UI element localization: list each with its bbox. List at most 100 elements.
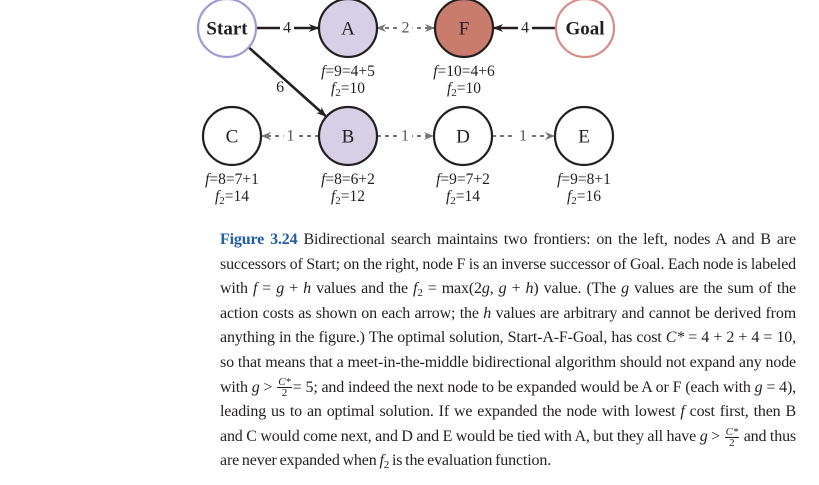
node-f-value: f=8=7+1: [205, 171, 259, 188]
caption-text: action costs as shown on each arrow; the: [220, 304, 484, 322]
node-circle: [553, 105, 615, 167]
node-d: Df=9=7+2f2=14: [432, 105, 494, 207]
node-f-value: f=8=6+2: [321, 171, 375, 188]
edge-start-a: 4: [256, 19, 319, 37]
edge-b-d: 1: [377, 127, 434, 145]
edge-cost-label: 1: [401, 128, 409, 145]
node-label: C: [226, 127, 239, 148]
caption-text: +: [284, 280, 304, 298]
caption-text: cost first, then B: [684, 403, 797, 421]
caption-line: so that means that a meet-in-the-middle …: [220, 351, 796, 376]
node-label: Goal: [565, 19, 604, 40]
caption-text: Bidirectional search maintains two front…: [297, 231, 796, 248]
caption-text: is the evaluation function.: [389, 452, 552, 470]
edge-cost-label: 4: [283, 20, 291, 37]
math-variable: g: [754, 378, 763, 396]
node-f2-value: f2=14: [446, 188, 480, 207]
caption-text: = 4 + 2 + 4 = 10,: [684, 329, 796, 347]
node-f: Ff=10=4+6f2=10: [433, 0, 495, 99]
math-variable: f: [413, 280, 418, 298]
caption-text: are never expanded when: [220, 452, 380, 470]
caption-text: and C would come next, and D and E would…: [220, 427, 700, 445]
math-variable: g: [251, 378, 260, 396]
edge-cost-label: 6: [276, 79, 284, 96]
node-label: B: [342, 127, 355, 148]
caption-text: >: [259, 378, 277, 396]
caption-text: ) value. (The: [533, 280, 622, 298]
caption-text: +: [506, 280, 526, 298]
caption-text: values and the: [311, 280, 414, 298]
node-f2-value: f2=12: [331, 188, 365, 207]
edge-d-e: 1: [492, 127, 555, 145]
caption-line: leading us to an optimal solution. If we…: [220, 400, 796, 425]
math-variable: g: [621, 280, 630, 298]
node-a: Af=9=4+5f2=10: [317, 0, 379, 99]
math-variable: f: [252, 280, 258, 298]
edge-start-b: 6: [247, 46, 327, 117]
node-f2-value: f2=14: [215, 188, 249, 207]
math-variable: h: [525, 280, 534, 298]
caption-text: leading us to an optimal solution. If we…: [220, 403, 681, 421]
caption-text: anything in the figure.) The optimal sol…: [220, 329, 666, 347]
figure-caption: Figure 3.24 Bidirectional search maintai…: [220, 228, 796, 474]
math-variable: g: [276, 280, 285, 298]
node-b: Bf=8=6+2f2=12: [317, 105, 379, 207]
caption-line: Figure 3.24 Bidirectional search maintai…: [220, 228, 796, 253]
edge-cost-label: 1: [519, 128, 527, 145]
edge-a-f: 2: [376, 19, 435, 37]
node-label: E: [578, 127, 590, 148]
math-variable: g: [498, 280, 507, 298]
edge-b-c: 1: [261, 127, 319, 145]
edge-arrow: [247, 46, 327, 117]
caption-text: with: [220, 378, 252, 396]
caption-text: = 5; and indeed the next node to be expa…: [292, 378, 755, 396]
node-f2-value: f2=16: [567, 188, 601, 207]
node-circle: [201, 105, 263, 167]
node-f-value: f=9=4+5: [321, 63, 375, 80]
math-variable: h: [483, 304, 492, 322]
node-circle: [317, 105, 379, 167]
caption-text: successors of Start; on the right, node …: [220, 255, 796, 273]
node-label: Start: [206, 19, 248, 40]
node-f-value: f=9=8+1: [557, 171, 611, 188]
caption-text: = 4),: [762, 378, 796, 396]
edge-cost-label: 1: [287, 128, 295, 145]
node-label: D: [456, 127, 470, 148]
math-variable: g: [699, 427, 708, 445]
caption-text: values are arbitrary and cannot be deriv…: [491, 304, 797, 322]
math-variable: g: [481, 280, 490, 298]
node-circle: [432, 105, 494, 167]
math-variable: C*: [665, 329, 685, 347]
node-f2-value: f2=10: [447, 80, 481, 99]
node-circle: [196, 0, 258, 59]
node-e: Ef=9=8+1f2=16: [553, 105, 615, 207]
edge-goal-f: 4: [493, 19, 556, 37]
fraction: C*2: [277, 376, 292, 400]
edge-cost-label: 4: [521, 20, 529, 37]
caption-line: with f = g + h values and the f2 = max(2…: [220, 277, 796, 302]
caption-text: =: [257, 280, 277, 298]
math-variable: f: [680, 403, 685, 421]
caption-text: >: [707, 427, 724, 445]
caption-text: values are the sum of the: [629, 280, 796, 298]
node-f-value: f=9=7+2: [436, 171, 490, 188]
caption-line: successors of Start; on the right, node …: [220, 253, 796, 278]
node-circle: [317, 0, 379, 59]
caption-line: action costs as shown on each arrow; the…: [220, 302, 796, 327]
node-c: Cf=8=7+1f2=14: [201, 105, 263, 207]
node-goal: Goal: [554, 0, 616, 59]
caption-text: so that means that a meet-in-the-middle …: [220, 353, 796, 371]
caption-line: with g > C*2= 5; and indeed the next nod…: [220, 376, 796, 401]
caption-text: with: [220, 280, 253, 298]
caption-text: ,: [489, 280, 499, 298]
subscript: 2: [417, 287, 423, 300]
caption-line: anything in the figure.) The optimal sol…: [220, 326, 796, 351]
node-f-value: f=10=4+6: [433, 63, 495, 80]
node-label: A: [341, 19, 355, 40]
caption-line: and C would come next, and D and E would…: [220, 425, 796, 450]
node-start: Start: [196, 0, 258, 59]
caption-text: and thus: [740, 427, 796, 445]
node-f2-value: f2=10: [331, 80, 365, 99]
edge-cost-label: 2: [402, 20, 410, 37]
